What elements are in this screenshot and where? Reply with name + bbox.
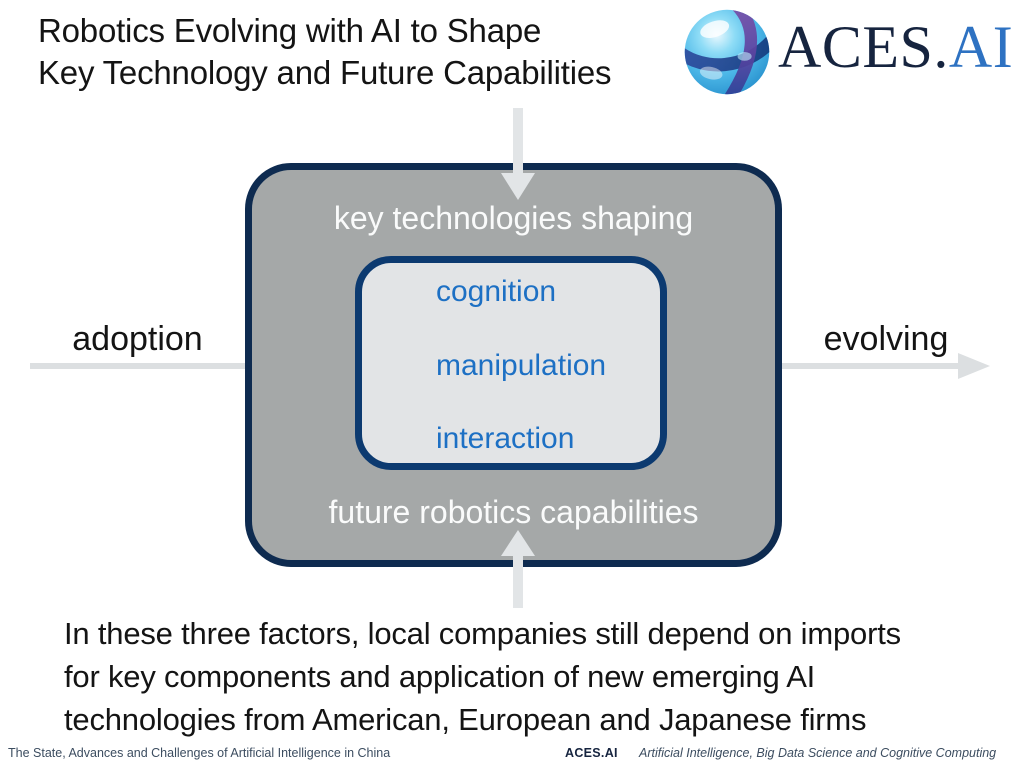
future-capabilities-label: future robotics capabilities xyxy=(328,494,699,530)
aces-wordmark: ACES.AI xyxy=(778,16,1013,78)
key-technologies-label: key technologies shaping xyxy=(333,200,694,236)
aces-wordmark-primary: ACES. xyxy=(778,14,949,80)
slide-body-paragraph: In these three factors, local companies … xyxy=(64,616,901,737)
slide-title: Robotics Evolving with AI to Shape Key T… xyxy=(38,12,612,91)
down-arrow-head-icon xyxy=(501,173,535,200)
factor-manipulation: manipulation xyxy=(436,348,607,382)
right-arrow-head-icon xyxy=(958,353,990,379)
inner-factors-box: cognition manipulation interaction xyxy=(355,256,667,470)
flow-line-left xyxy=(30,363,245,369)
up-arrow-icon xyxy=(513,555,523,608)
footer-brand: ACES.AI xyxy=(565,746,618,760)
footer-report-title: The State, Advances and Challenges of Ar… xyxy=(8,746,391,760)
flow-line-right xyxy=(782,363,958,369)
factor-interaction: interaction xyxy=(436,422,575,455)
adoption-label: adoption xyxy=(72,320,203,358)
up-arrow-head-icon xyxy=(501,530,535,556)
aces-wordmark-secondary: AI xyxy=(948,14,1014,80)
evolving-label: evolving xyxy=(823,320,949,358)
footer-tagline: Artificial Intelligence, Big Data Scienc… xyxy=(639,746,997,760)
aces-sphere-icon xyxy=(684,9,770,95)
factor-cognition: cognition xyxy=(436,275,557,308)
down-arrow-icon xyxy=(513,108,523,174)
